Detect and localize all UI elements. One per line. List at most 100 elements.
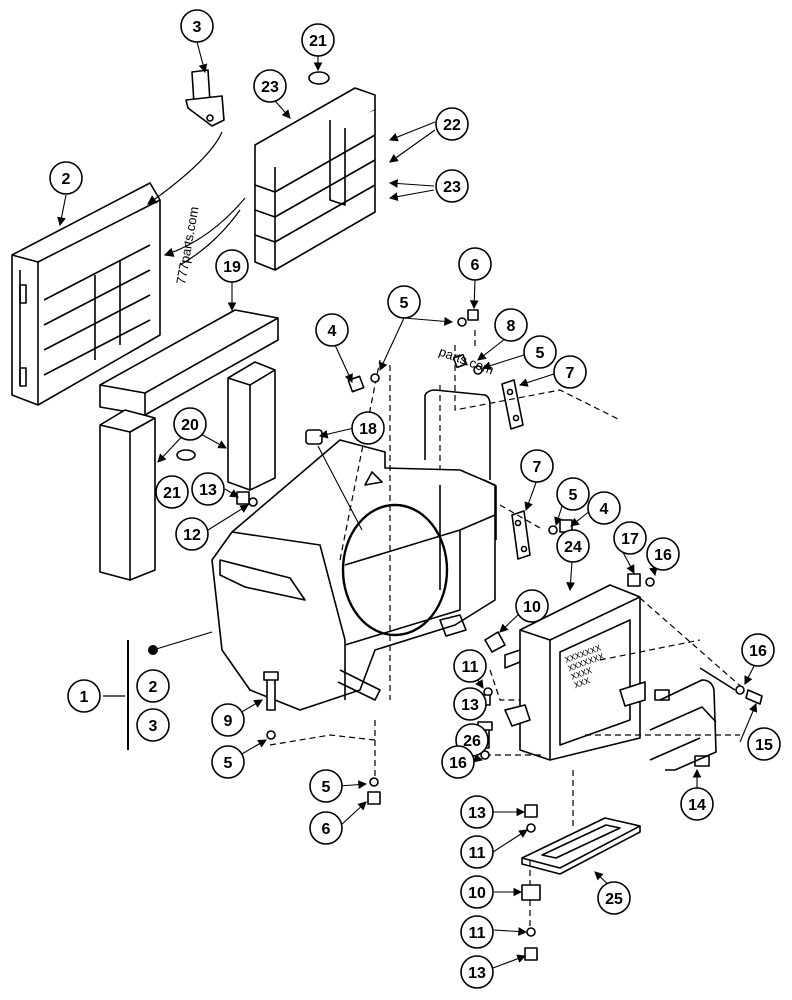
callout-15: 15 <box>747 727 781 761</box>
svg-text:22: 22 <box>443 117 461 134</box>
svg-text:2: 2 <box>62 171 71 188</box>
svg-text:3: 3 <box>149 718 158 735</box>
callout-11-bottom: 11 <box>460 915 494 949</box>
svg-text:23: 23 <box>261 79 279 96</box>
callout-17: 17 <box>613 521 647 555</box>
svg-text:23: 23 <box>443 179 461 196</box>
callout-11-lower: 11 <box>460 835 494 869</box>
svg-text:18: 18 <box>359 421 377 438</box>
callout-4-top: 4 <box>315 313 349 347</box>
svg-text:12: 12 <box>183 527 201 544</box>
fastener-parts <box>176 71 763 961</box>
left-cushion-part <box>99 409 156 581</box>
svg-text:16: 16 <box>654 547 672 564</box>
callout-13-lower: 13 <box>460 795 494 829</box>
svg-text:10: 10 <box>468 885 486 902</box>
svg-text:1: 1 <box>80 689 89 706</box>
svg-text:6: 6 <box>471 257 480 274</box>
callout-24: 24 <box>556 529 590 563</box>
svg-text:20: 20 <box>181 417 199 434</box>
pad-stack-part <box>254 87 376 271</box>
svg-text:11: 11 <box>469 925 486 942</box>
svg-text:15: 15 <box>755 737 773 754</box>
svg-text:13: 13 <box>468 805 486 822</box>
control-box-part <box>504 584 646 761</box>
svg-text:13: 13 <box>199 482 217 499</box>
callout-16-right: 16 <box>741 633 775 667</box>
callout-11-mid: 11 <box>453 649 487 683</box>
callout-2-group: 2 <box>136 669 170 703</box>
callout-1: 1 <box>67 679 101 713</box>
svg-text:4: 4 <box>328 323 337 340</box>
callout-10-top: 10 <box>515 589 549 623</box>
bracket-lower-part <box>511 510 531 560</box>
storage-cabinet-part <box>11 182 161 406</box>
callout-6-bottom: 6 <box>309 811 343 845</box>
svg-text:16: 16 <box>749 643 767 660</box>
svg-text:26: 26 <box>463 733 481 750</box>
callout-8: 8 <box>494 308 528 342</box>
callout-13-mid: 13 <box>453 687 487 721</box>
svg-text:4: 4 <box>600 501 609 518</box>
svg-text:13: 13 <box>461 697 479 714</box>
svg-text:3: 3 <box>193 19 202 36</box>
svg-text:24: 24 <box>564 539 582 556</box>
callout-12: 12 <box>175 517 209 551</box>
svg-text:5: 5 <box>322 779 331 796</box>
callout-4-mid: 4 <box>587 491 621 525</box>
callout-23-side: 23 <box>435 169 469 203</box>
svg-text:16: 16 <box>449 755 467 772</box>
callout-7-top: 7 <box>553 355 587 389</box>
svg-text:21: 21 <box>163 485 181 502</box>
callout-20: 20 <box>173 407 207 441</box>
svg-text:19: 19 <box>223 259 241 276</box>
svg-text:17: 17 <box>621 531 639 548</box>
callout-5-right: 5 <box>523 335 557 369</box>
callout-13-left: 13 <box>191 472 225 506</box>
svg-text:11: 11 <box>462 659 479 676</box>
callout-5-left: 5 <box>211 745 245 779</box>
svg-text:13: 13 <box>468 965 486 982</box>
callout-13-bottom: 13 <box>460 955 494 989</box>
svg-text:5: 5 <box>400 295 409 312</box>
svg-text:5: 5 <box>569 487 578 504</box>
svg-text:5: 5 <box>224 755 233 772</box>
svg-text:10: 10 <box>523 599 541 616</box>
watermark-mid: parts.com <box>437 344 496 378</box>
svg-text:21: 21 <box>309 33 327 50</box>
callout-21-mid: 21 <box>155 475 189 509</box>
callout-5-bottom: 5 <box>309 769 343 803</box>
callout-22: 22 <box>435 107 469 141</box>
callout-10-bottom: 10 <box>460 875 494 909</box>
callout-6-top: 6 <box>458 247 492 281</box>
callout-5-top: 5 <box>387 285 421 319</box>
svg-text:14: 14 <box>688 797 706 814</box>
callout-16-low: 16 <box>441 745 475 779</box>
callout-3-group: 3 <box>136 708 170 742</box>
svg-text:2: 2 <box>149 679 158 696</box>
callout-19: 19 <box>215 249 249 283</box>
callout-16-top: 16 <box>646 537 680 571</box>
svg-text:25: 25 <box>605 891 623 908</box>
callout-23-top: 23 <box>253 69 287 103</box>
handle-bars-part <box>649 667 736 771</box>
callout-9: 9 <box>211 703 245 737</box>
callout-21-top: 21 <box>301 23 335 57</box>
callout-5-mid: 5 <box>556 477 590 511</box>
callout-3: 3 <box>180 9 214 43</box>
callout-18: 18 <box>351 411 385 445</box>
svg-text:5: 5 <box>536 345 545 362</box>
callout-25: 25 <box>597 881 631 915</box>
watermark-top: 777parts.com <box>173 205 201 285</box>
svg-text:11: 11 <box>469 845 486 862</box>
hinge-part <box>185 69 225 127</box>
svg-text:9: 9 <box>224 713 233 730</box>
svg-text:7: 7 <box>533 459 542 476</box>
mounting-plate-part <box>521 817 641 875</box>
svg-text:6: 6 <box>322 821 331 838</box>
bracket-upper-part <box>501 379 524 430</box>
callout-14: 14 <box>680 787 714 821</box>
callout-7-mid: 7 <box>520 449 554 483</box>
svg-text:8: 8 <box>507 318 516 335</box>
